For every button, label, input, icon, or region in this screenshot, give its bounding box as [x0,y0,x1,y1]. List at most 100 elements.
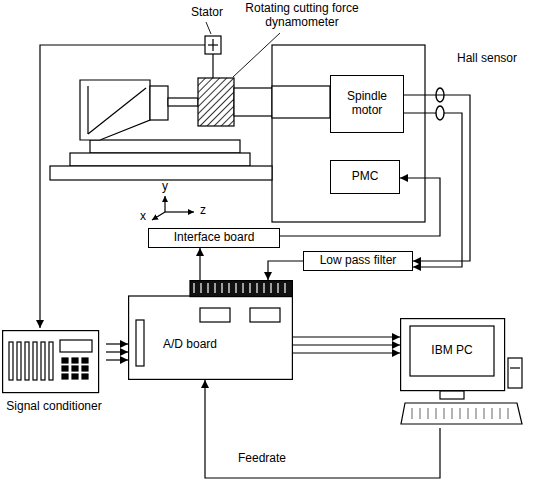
edge-label: Feedrate [236,452,288,466]
connector-pin [284,283,285,293]
bus-line [293,336,400,337]
signal-connector [404,95,470,261]
key-button [72,374,78,379]
stator [208,44,218,45]
hall-sensor [436,106,444,120]
controller-box: PMC [330,160,400,194]
machine-base [90,140,240,153]
stator [205,36,221,54]
channel-module [33,342,37,380]
instrument-case [3,331,99,393]
signal-connector [293,344,400,345]
part-label: Hall sensor [456,52,518,66]
card-slot [136,320,144,366]
channel-module [25,342,29,380]
part-label: Rotating cutting force dynamometer [232,2,372,30]
text-holder: IBM PC [410,326,494,376]
bus-line [106,343,128,344]
key-button [82,374,88,379]
key-row [460,408,461,419]
connector-pin [228,283,229,293]
key-button [62,374,68,379]
connector-pin [193,283,194,293]
part-label: y [159,180,171,194]
dynamometer [198,78,234,126]
connector-pin [277,283,278,293]
connector-pin [207,283,208,293]
leader-line [206,22,211,34]
key-row [468,408,469,419]
text-holder: Signal conditioner [2,396,106,418]
signal-connector [205,380,440,478]
key-row [412,408,413,419]
monitor-stand [440,391,464,399]
key-row [444,408,445,419]
signal-connector [106,351,128,352]
part-label: z [198,204,208,218]
stator-link [212,54,213,78]
board-card: A/D board [128,280,293,380]
chip [250,308,280,322]
channel-module [41,342,45,380]
axis-arrow [165,211,194,212]
stand-brace [87,86,88,134]
key-row [420,408,421,419]
key-button [82,366,88,371]
cutting-tool [168,98,198,106]
key-row [492,408,493,419]
node-text: Signal conditioner [6,400,101,414]
leader-line [233,33,280,77]
conditioner-device: Signal conditioner [2,330,106,422]
screen [410,326,494,376]
connector-pin [242,283,243,293]
connector-pin [256,283,257,293]
circuit-card [129,296,293,379]
stand-brace [88,88,146,134]
key-button [62,358,68,363]
signal-connector [268,261,303,280]
channel-module [17,342,21,380]
connector-pin [214,283,215,293]
key-row [484,408,485,419]
connector-pin [221,283,222,293]
bus-line [293,352,400,353]
interface-box: Interface board [148,228,280,248]
key-row [476,408,477,419]
node-text: Spindle motor [333,90,401,118]
node-text: PMC [352,170,379,184]
machine-base [50,166,272,180]
ad-outline [128,280,293,380]
key-row [452,408,453,419]
key-row [508,408,509,419]
connector-pin [200,283,201,293]
key-button [72,358,78,363]
disk-drive [508,358,522,388]
key-row [428,408,429,419]
connector-pin [235,283,236,293]
part-label: x [138,210,148,224]
connector-pin [263,283,264,293]
signal-connector [199,248,200,280]
key-row [436,408,437,419]
display [60,340,92,352]
workpiece [150,86,168,120]
axis-arrow [164,196,165,212]
key-button [72,366,78,371]
pc-outline [400,318,524,428]
connector-pin [270,283,271,293]
bus-line [106,359,128,360]
disk-slot [510,367,520,368]
machine-frame [272,45,425,222]
key-row [500,408,501,419]
connector-pin [249,283,250,293]
node-text: A/D board [163,338,217,352]
signal-wire [40,45,205,328]
key-button [62,366,68,371]
node-text: Low pass filter [320,254,397,268]
filter-box: Low pass filter [303,251,413,271]
fixture-stand [80,80,150,140]
